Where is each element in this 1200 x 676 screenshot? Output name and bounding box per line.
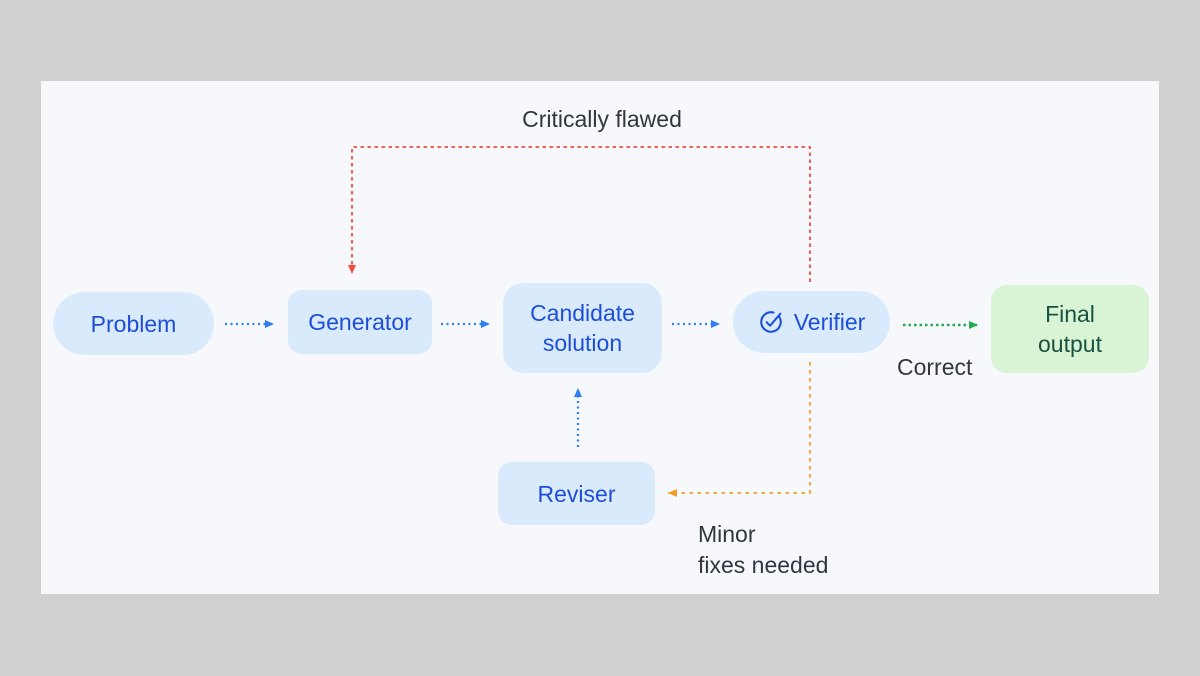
node-problem-label: Problem (90, 310, 177, 337)
node-problem: Problem (53, 292, 214, 355)
diagram-canvas: Problem Generator Candidate solution Ver… (41, 81, 1159, 594)
node-final-output-label: Final output (1038, 301, 1102, 357)
node-generator: Generator (288, 290, 432, 354)
edge-verifier-to-generator-critically-flawed (348, 146, 811, 282)
check-circle-icon (758, 309, 784, 335)
node-reviser-label: Reviser (537, 480, 616, 507)
node-verifier: Verifier (733, 291, 890, 353)
edges-layer (225, 146, 978, 497)
node-generator-label: Generator (308, 309, 412, 335)
edge-label-correct: Correct (897, 354, 973, 380)
node-verifier-label: Verifier (793, 309, 866, 335)
node-candidate-solution: Candidate solution (503, 283, 662, 373)
edge-label-minor-fixes-needed: Minor fixes needed (698, 521, 829, 578)
node-candidate-solution-label: Candidate solution (530, 300, 635, 356)
edge-verifier-to-reviser-minor-fixes (668, 362, 811, 497)
edge-label-critically-flawed: Critically flawed (522, 106, 682, 132)
node-reviser: Reviser (498, 462, 655, 525)
node-final-output: Final output (991, 285, 1149, 373)
